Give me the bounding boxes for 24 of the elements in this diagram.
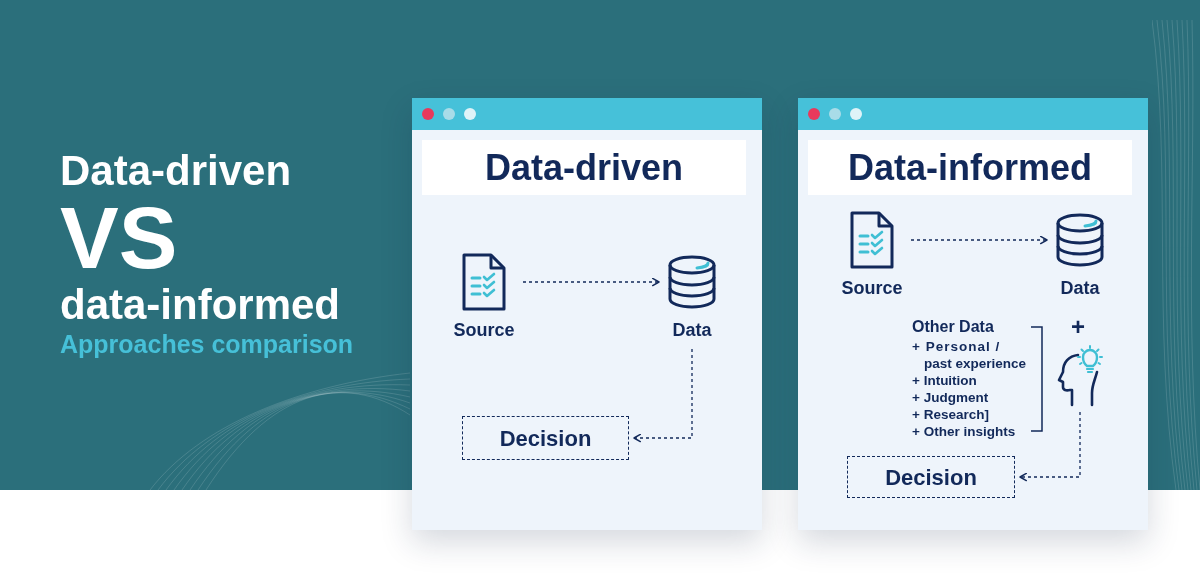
panel-heading: Data-informed [808,140,1132,195]
node-label: Data [1060,277,1100,299]
browser-window-panel [412,98,762,530]
list-item: + Personal / past experience [912,338,1028,372]
list-item: + Intuition [912,372,978,389]
head-lightbulb-icon [1057,345,1103,407]
dashed-arrow [633,348,693,443]
node-label: Data [672,319,712,341]
dashed-arrow [910,235,1048,245]
browser-window-panel [798,98,1148,530]
panel-heading: Data-driven [422,140,746,195]
title: Data-driven VS data-informed [60,148,341,328]
dashed-process-box: Decision [462,416,629,460]
dashed-arrow [1019,411,1081,482]
list-heading: Other Data [912,317,995,337]
node-label: Source [453,319,515,341]
node-label: Source [841,277,903,299]
dashed-arrow [522,277,660,287]
plus-sign: + [1071,314,1085,340]
list-item: + Other insights [912,423,1017,440]
dashed-process-box: Decision [847,456,1015,498]
list-item: + Research] [912,406,990,423]
subtitle: Approaches comparison [60,329,354,359]
list-item: + Judgment [912,389,990,406]
